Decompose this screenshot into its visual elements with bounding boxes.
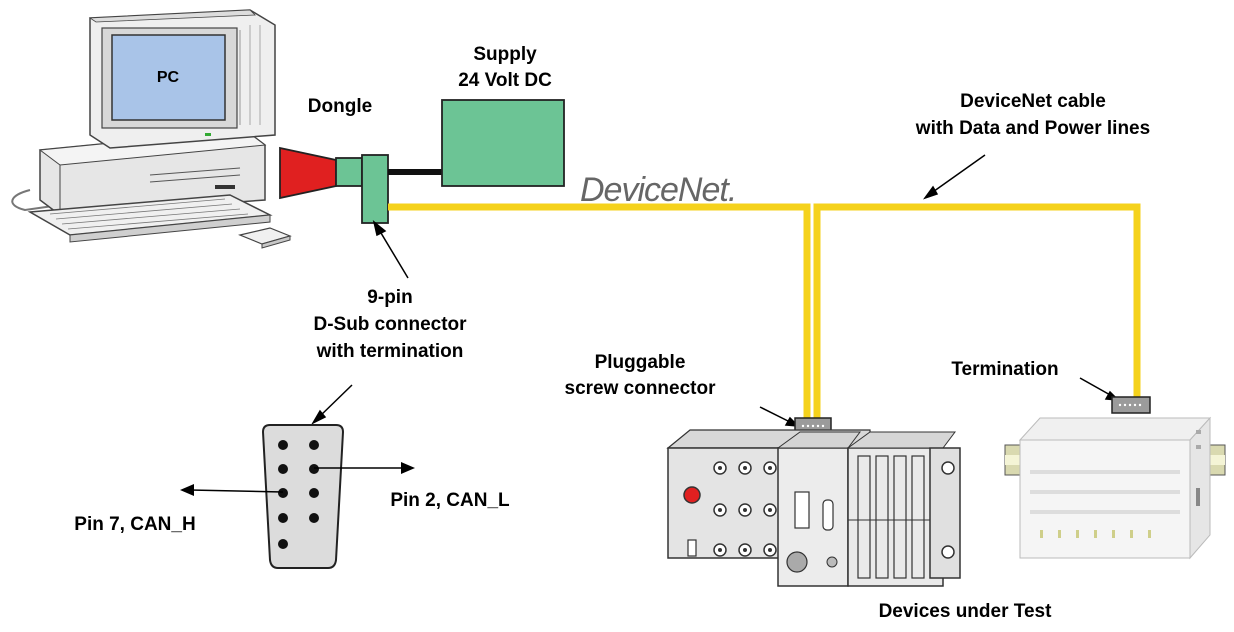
pin-3 [278, 488, 288, 498]
devices-under-test-label: Devices under Test [879, 601, 1053, 622]
pin-9 [309, 513, 319, 523]
labels: Dongle Supply 24 Volt DC DeviceNet cable… [74, 44, 1150, 622]
dongle [279, 146, 442, 224]
dsub-plug [361, 154, 389, 224]
pin7-label: Pin 7, CAN_H [74, 514, 195, 535]
device-under-test-2 [1004, 396, 1226, 560]
dsub-label-line2: D-Sub connector [313, 314, 467, 335]
device-under-test-1 [666, 417, 961, 587]
pin-2 [278, 464, 288, 474]
devicenet-cable [388, 203, 1141, 418]
dongle-label: Dongle [308, 96, 372, 117]
pin2-label: Pin 2, CAN_L [390, 490, 510, 511]
devicenet-logo: DeviceNet. [580, 171, 736, 209]
pluggable-label-line1: Pluggable [595, 352, 686, 373]
pluggable-label-line2: screw connector [565, 378, 717, 399]
pin-5 [278, 539, 288, 549]
supply-label-line2: 24 Volt DC [458, 70, 552, 91]
termination-label: Termination [951, 359, 1058, 380]
dsub-label-line1: 9-pin [367, 287, 412, 308]
pc-screen [111, 34, 226, 121]
pin-4 [278, 513, 288, 523]
dsub-pinout [180, 424, 415, 569]
pin-6 [309, 440, 319, 450]
pin-1 [278, 440, 288, 450]
cable-label-line2: with Data and Power lines [915, 118, 1150, 139]
supply-label-line1: Supply [473, 44, 537, 65]
pc-computer: PC [11, 9, 292, 249]
pin-7 [309, 464, 319, 474]
dsub-label-line3: with termination [316, 341, 464, 362]
pointer-arrows [311, 154, 1120, 427]
supply-box [441, 99, 565, 187]
pc-label: PC [157, 69, 180, 86]
cable-label-line1: DeviceNet cable [960, 91, 1106, 112]
pin-8 [309, 488, 319, 498]
